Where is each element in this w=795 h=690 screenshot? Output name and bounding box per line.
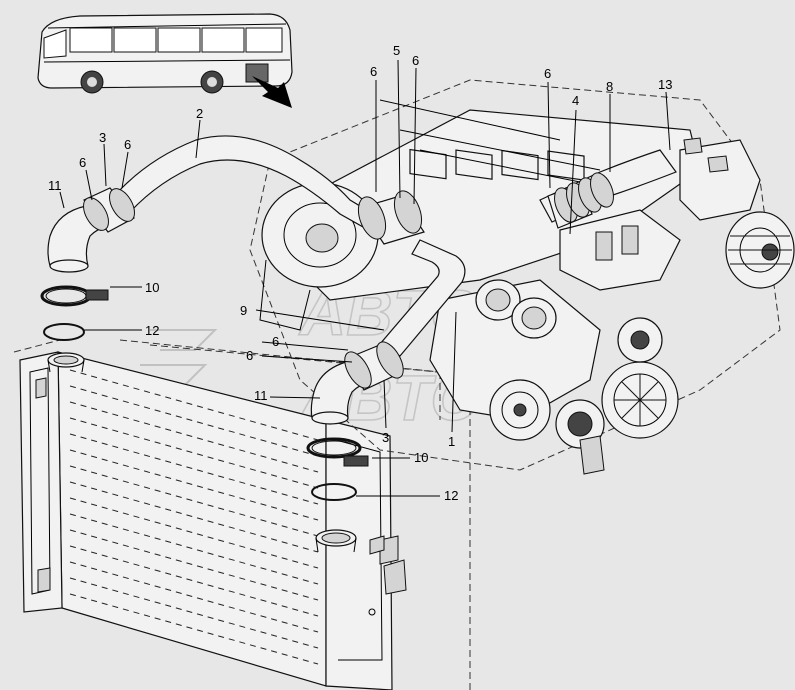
- callout-labels: 2 3 6 6 11 10 12 9 6 6 11 3 1 10 12 6 5 …: [48, 43, 672, 503]
- locator-arrow-icon: [252, 76, 292, 108]
- callout-11-lower: 11: [254, 388, 268, 403]
- callout-6-top-a: 6: [370, 64, 377, 79]
- callout-6-mid-a: 6: [272, 334, 279, 349]
- bus-locator-icon: [37, 13, 293, 108]
- callout-12-lower: 12: [444, 488, 458, 503]
- callout-1: 1: [448, 434, 455, 449]
- clamp-10-upper: [40, 285, 109, 307]
- callout-3-lower: 3: [382, 430, 389, 445]
- seal-ring-12-lower: [311, 483, 357, 501]
- callout-11-upper: 11: [48, 178, 62, 193]
- callout-10-upper: 10: [145, 280, 159, 295]
- callout-12-upper: 12: [145, 323, 159, 338]
- callout-8: 8: [606, 79, 613, 94]
- leader-lines: [59, 59, 671, 497]
- callout-6-top-b: 6: [412, 53, 419, 68]
- callout-4: 4: [572, 93, 579, 108]
- callout-13: 13: [658, 77, 672, 92]
- callout-6-upper-a: 6: [79, 155, 86, 170]
- radiator: [13, 339, 471, 690]
- callout-5: 5: [393, 43, 400, 58]
- radiator-core-fins: [69, 369, 319, 665]
- callout-6-mid-b: 6: [246, 348, 253, 363]
- callout-6-top-c: 6: [544, 66, 551, 81]
- callout-3-upper: 3: [99, 130, 106, 145]
- charge-air-pipes: [47, 135, 677, 425]
- callout-2: 2: [196, 106, 203, 121]
- callout-6-upper-b: 6: [124, 137, 131, 152]
- seal-ring-12-upper: [43, 323, 85, 341]
- callout-10-lower: 10: [414, 450, 428, 465]
- clamp-10-lower: [306, 437, 369, 467]
- callout-9: 9: [240, 303, 247, 318]
